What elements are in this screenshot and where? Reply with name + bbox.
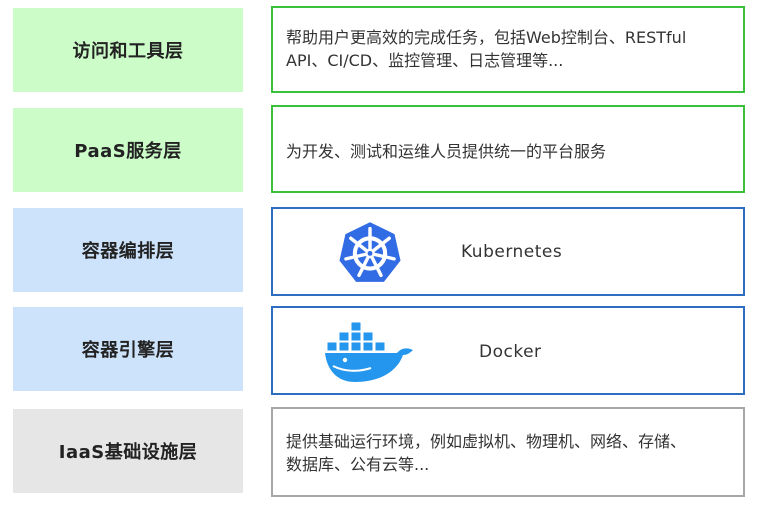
layer-label-access-tools: 访问和工具层 bbox=[13, 8, 243, 92]
desc-line: 为开发、测试和运维人员提供统一的平台服务 bbox=[286, 142, 607, 161]
desc-line: 提供基础运行环境，例如虚拟机、物理机、网络、存储、 bbox=[286, 432, 687, 451]
layer-label-text: 容器引擎层 bbox=[81, 340, 175, 361]
desc-line: 数据库、公有云等... bbox=[286, 455, 430, 474]
kubernetes-icon bbox=[335, 219, 405, 285]
layer-desc-text: 为开发、测试和运维人员提供统一的平台服务 bbox=[286, 140, 733, 163]
layer-label-iaas: IaaS基础设施层 bbox=[13, 409, 243, 493]
layer-label-text: IaaS基础设施层 bbox=[58, 442, 198, 463]
layer-desc-engine: Docker bbox=[271, 306, 745, 395]
layer-desc-iaas: 提供基础运行环境，例如虚拟机、物理机、网络、存储、 数据库、公有云等... bbox=[271, 407, 745, 497]
logo-caption-docker: Docker bbox=[479, 342, 542, 362]
layer-label-paas: PaaS服务层 bbox=[13, 108, 243, 192]
layer-desc-text: 提供基础运行环境，例如虚拟机、物理机、网络、存储、 数据库、公有云等... bbox=[286, 430, 733, 476]
layer-label-orchestration: 容器编排层 bbox=[13, 208, 243, 292]
docker-icon bbox=[323, 320, 419, 384]
layer-desc-paas: 为开发、测试和运维人员提供统一的平台服务 bbox=[271, 105, 745, 193]
layer-label-text: PaaS服务层 bbox=[74, 141, 182, 162]
desc-line: API、CI/CD、监控管理、日志管理等... bbox=[286, 51, 564, 70]
layer-desc-orchestration: Kubernetes bbox=[271, 207, 745, 296]
layer-label-text: 容器编排层 bbox=[81, 241, 175, 262]
layer-desc-text: 帮助用户更高效的完成任务，包括Web控制台、RESTful API、CI/CD、… bbox=[286, 26, 733, 72]
layer-label-text: 访问和工具层 bbox=[72, 41, 184, 62]
layer-desc-access-tools: 帮助用户更高效的完成任务，包括Web控制台、RESTful API、CI/CD、… bbox=[271, 6, 745, 93]
layer-label-engine: 容器引擎层 bbox=[13, 307, 243, 391]
logo-caption-kubernetes: Kubernetes bbox=[461, 242, 563, 262]
desc-line: 帮助用户更高效的完成任务，包括Web控制台、RESTful bbox=[286, 28, 687, 47]
